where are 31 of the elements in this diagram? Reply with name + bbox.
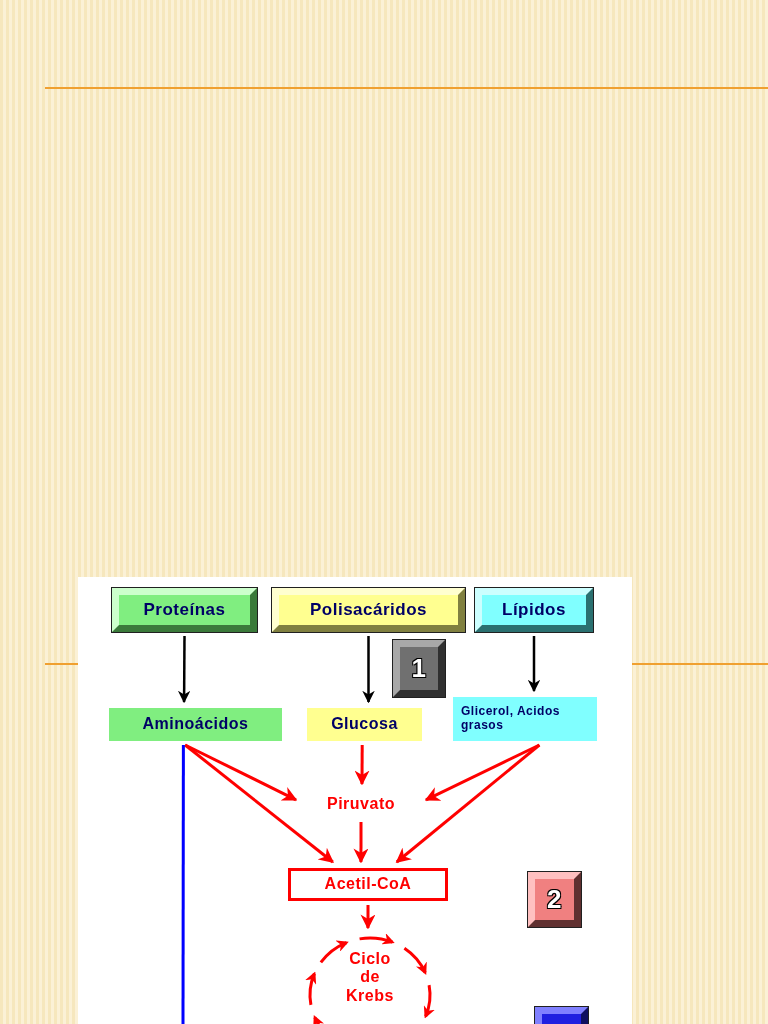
box-label: 2 — [547, 884, 562, 915]
box-label: Proteínas — [143, 600, 226, 620]
arrow — [184, 743, 334, 864]
arrow — [177, 636, 191, 704]
node-label: Piruvato — [327, 794, 395, 814]
box-label: Glucosa — [331, 715, 398, 734]
arrow — [362, 636, 375, 704]
connector-line — [181, 745, 185, 1024]
number-badge — [528, 872, 581, 927]
label-box — [109, 708, 282, 741]
box-label: Aminoácidos — [142, 715, 249, 734]
box-label: Acetil-CoA — [324, 875, 412, 894]
bevel-box — [272, 588, 465, 632]
box-label: Glicerol, Acidos grasos — [461, 705, 561, 733]
bevel-box — [112, 588, 257, 632]
box-label: Polisacáridos — [309, 600, 428, 620]
arrow — [354, 745, 370, 786]
bevel-box — [475, 588, 593, 632]
box-label: Lípidos — [502, 600, 566, 620]
label-box — [307, 708, 422, 741]
number-badge — [393, 640, 445, 697]
cycle-label: Ciclo de Krebs — [345, 950, 395, 1006]
arrow — [424, 743, 541, 802]
label-box — [453, 697, 597, 741]
arrow — [527, 636, 541, 693]
arrow — [184, 743, 298, 802]
outlined-box — [288, 868, 448, 901]
arrow — [395, 743, 541, 864]
box-label: 1 — [411, 653, 427, 684]
arrow — [360, 905, 376, 930]
arrow — [353, 822, 369, 864]
